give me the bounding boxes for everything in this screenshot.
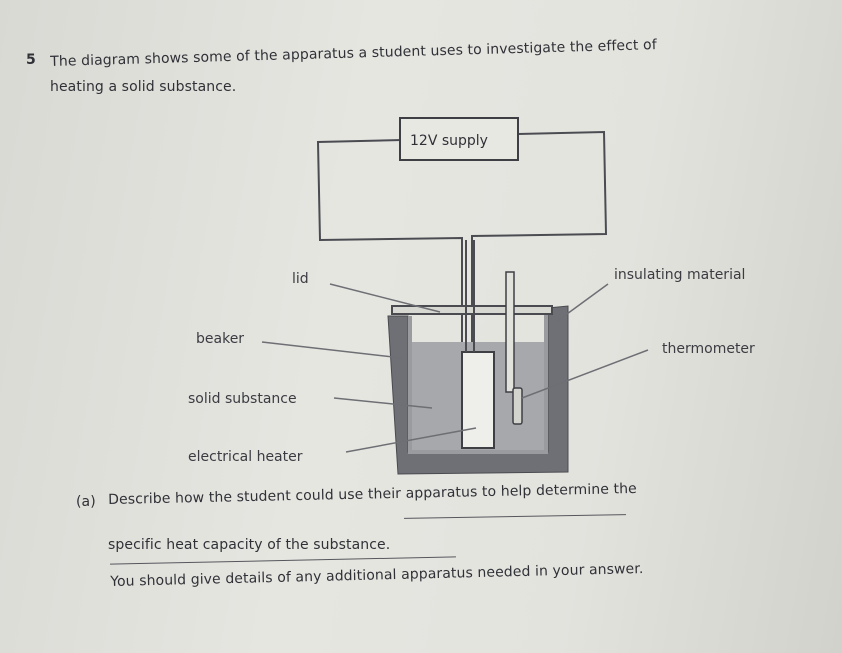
label-leader-lines (261, 283, 649, 453)
electrical-heater (461, 351, 495, 449)
label-electrical-heater: electrical heater (188, 449, 303, 465)
power-supply-box (399, 117, 519, 161)
part-a-label: (a) (76, 494, 96, 510)
label-insulating-material: insulating material (614, 267, 746, 283)
part-a-line-2: specific heat capacity of the substance. (108, 537, 391, 553)
question-intro-line-2: heating a solid substance. (50, 79, 237, 95)
label-beaker: beaker (196, 331, 245, 347)
circuit-wire (316, 130, 608, 350)
question-number: 5 (26, 52, 36, 68)
thermometer-bulb (512, 387, 523, 425)
label-thermometer: thermometer (662, 341, 755, 357)
label-lid: lid (292, 271, 309, 287)
beaker-lid (391, 305, 553, 315)
thermometer (505, 271, 515, 393)
label-solid-substance: solid substance (188, 391, 297, 407)
supply-label: 12V supply (410, 133, 488, 149)
